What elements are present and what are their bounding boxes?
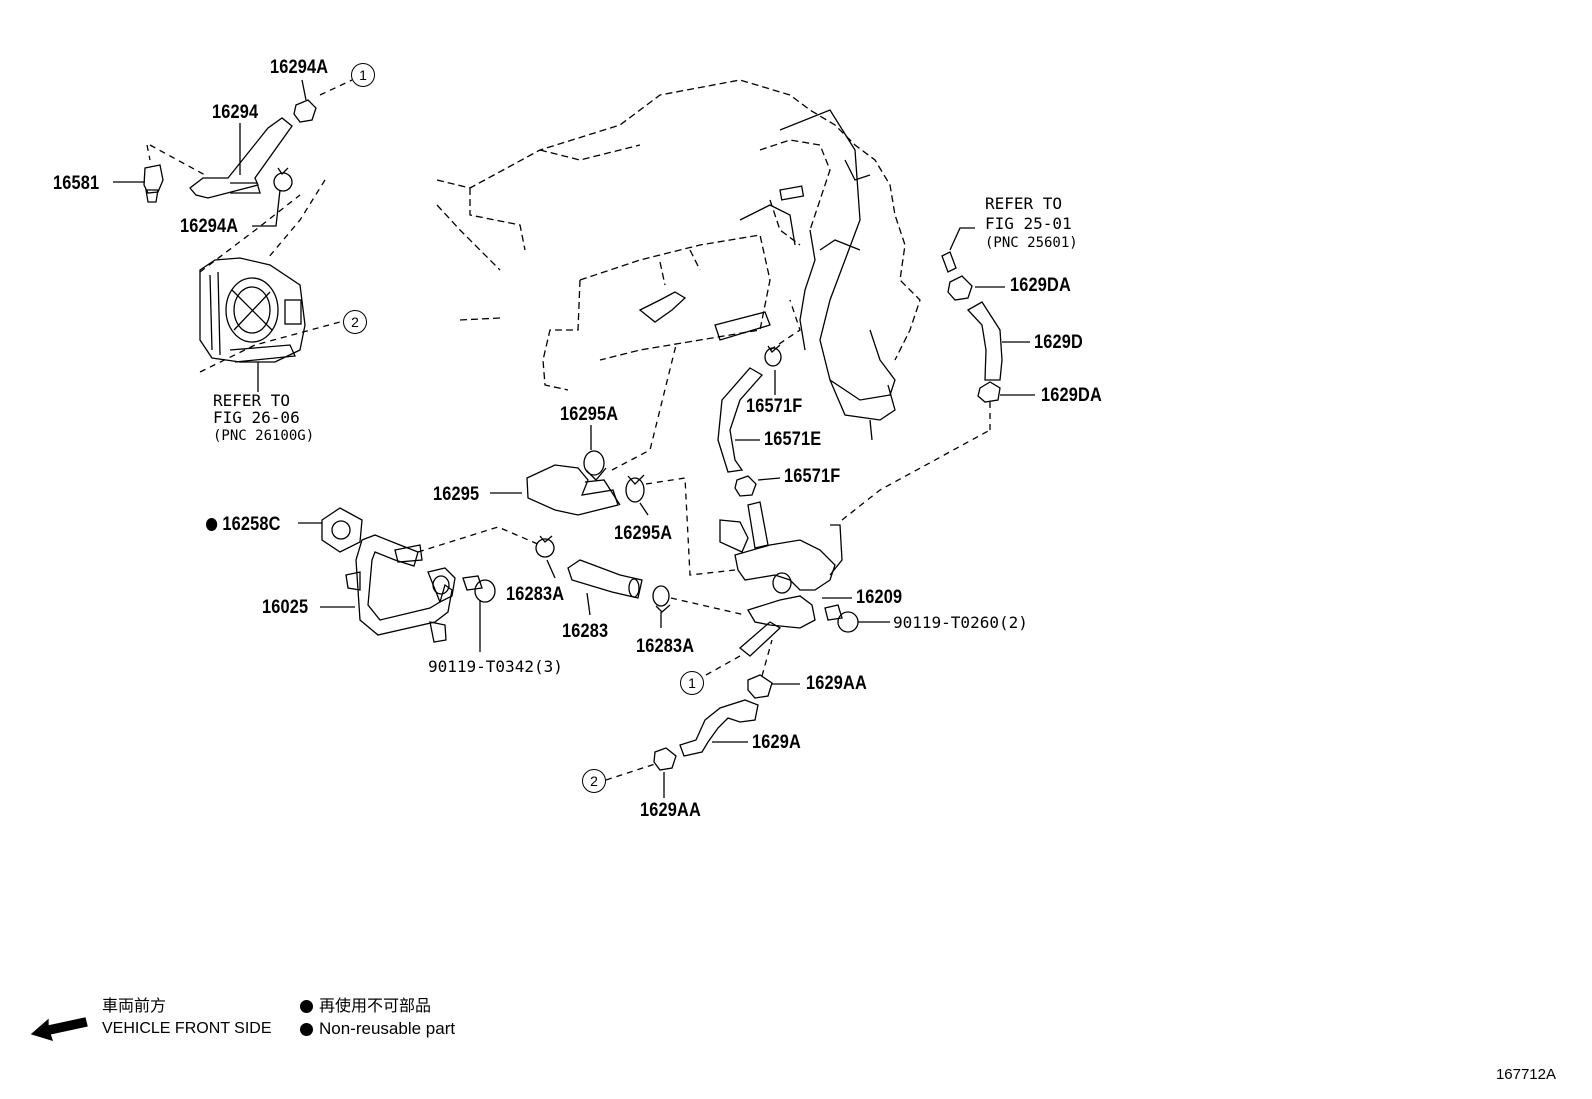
leaders-1629A (663, 683, 800, 798)
leaders-16209 (822, 597, 890, 623)
legend-direction-jp: 車両前方 (102, 998, 167, 1015)
dashed-16209 (705, 429, 991, 677)
label-16294A-bottom: 16294A (180, 216, 239, 237)
vehicle-front-arrow (30, 1017, 88, 1041)
label-1629AA-top: 1629AA (806, 673, 867, 694)
dashed-leaders-16283 (670, 597, 746, 616)
clamp-1629DA-top (947, 275, 973, 301)
leaders-16283 (546, 559, 662, 628)
bolt-t0260 (824, 604, 859, 633)
label-16283: 16283 (562, 621, 609, 642)
label-16295: 16295 (433, 484, 480, 505)
label-16283A-right: 16283A (636, 636, 695, 657)
clamp-16283A-left (535, 535, 555, 558)
figure-id: 167712A (1495, 1066, 1556, 1083)
fitting-16209 (719, 501, 843, 657)
label-16283A-left: 16283A (506, 584, 565, 605)
leaders-16571 (735, 370, 781, 481)
leaders-16295 (490, 425, 649, 516)
label-16571F-top: 16571F (746, 396, 803, 417)
label-1629AA-bottom: 1629AA (640, 800, 701, 821)
label-16258C: 16258C (206, 515, 281, 535)
label-16025: 16025 (262, 597, 309, 618)
legend-bullet-1 (300, 1000, 313, 1014)
label-1629A: 1629A (752, 732, 802, 753)
label-16294A-top: 16294A (270, 57, 329, 78)
sensor-16581 (143, 164, 164, 203)
refer-engine-line1: REFER TO (985, 194, 1063, 213)
marker-2-bottom: 2 (582, 769, 606, 793)
label-bolt-t0342: 90119-T0342(3) (428, 657, 563, 676)
hose-16571E (717, 367, 764, 473)
throttle-leaders (113, 79, 307, 392)
legend-bullet-2 (300, 1023, 313, 1037)
clamp-16295A-top (583, 450, 607, 481)
legend-nonreusable-en-row: Non-reusable part (300, 1018, 455, 1040)
marker-2-top: 2 (343, 310, 367, 334)
label-16258C-text: 16258C (222, 514, 281, 535)
dashed-16571 (769, 299, 801, 351)
leaders-16025 (298, 522, 481, 652)
dashed-leaders-16295 (611, 344, 736, 576)
dashed-1629A (605, 763, 656, 781)
legend-direction: 車両前方 VEHICLE FRONT SIDE (102, 996, 272, 1040)
label-16295A-bottom: 16295A (614, 523, 673, 544)
clamp-1629DA-bottom (977, 381, 1001, 403)
marker-1-bottom: 1 (680, 671, 704, 695)
label-1629DA-bottom: 1629DA (1041, 385, 1102, 406)
clamp-1629AA-top (747, 674, 773, 699)
hose-16295 (526, 464, 621, 516)
legend-direction-en: VEHICLE FRONT SIDE (102, 1020, 272, 1037)
label-1629D: 1629D (1034, 332, 1084, 353)
hose-16294 (189, 117, 293, 199)
refer-throttle: REFER TO FIG 26-06 (PNC 26100G) (213, 390, 314, 447)
gasket-16258C (321, 507, 363, 553)
throttle-dashed-leaders (146, 79, 353, 373)
label-16571F-bottom: 16571F (784, 466, 841, 487)
pipe-16025 (345, 534, 456, 643)
clamp-1629AA-bottom (653, 747, 677, 771)
legend-nonreusable: 再使用不可部品 Non-reusable part (300, 996, 455, 1040)
refer-engine-line3: (PNC 25601) (985, 235, 1078, 251)
refer-engine: REFER TO FIG 25-01 (PNC 25601) (985, 193, 1078, 254)
refer-engine-line2: FIG 25-01 (985, 214, 1072, 233)
label-16295A-top: 16295A (560, 404, 619, 425)
legend-nonreusable-en: Non-reusable part (319, 1019, 456, 1038)
label-16209: 16209 (856, 587, 903, 608)
clamp-16283A-right (652, 585, 671, 613)
clamp-16294A-top (293, 99, 317, 123)
label-16581: 16581 (53, 173, 100, 194)
throttle-body (199, 257, 306, 363)
pipe-refer-engine (941, 251, 957, 273)
label-16571E: 16571E (764, 429, 822, 450)
hose-1629D (966, 301, 1003, 381)
label-1629DA-top: 1629DA (1010, 275, 1071, 296)
refer-throttle-line1: REFER TO (213, 391, 291, 410)
legend-nonreusable-jp: 再使用不可部品 (319, 998, 432, 1015)
leaders-1629D (949, 227, 1035, 396)
label-bolt-t0260: 90119-T0260(2) (893, 613, 1028, 632)
clamp-16295A-bottom (625, 474, 645, 503)
legend-nonreusable-jp-row: 再使用不可部品 (300, 996, 455, 1018)
engine-intake-detail (638, 109, 896, 441)
dashed-leaders-16025 (417, 526, 541, 553)
hose-1629A (679, 699, 759, 757)
refer-throttle-line3: (PNC 26100G) (213, 428, 315, 444)
marker-1-top: 1 (351, 63, 375, 87)
bolt-t0342 (462, 575, 496, 603)
clamp-16571F-bottom (734, 475, 757, 497)
refer-throttle-line2: FIG 26-06 (213, 408, 300, 427)
nonreusable-bullet (206, 518, 218, 532)
engine-outline (436, 79, 921, 391)
clamp-16294A-bottom (273, 167, 293, 192)
label-16294: 16294 (212, 102, 259, 123)
hose-16283 (567, 559, 643, 599)
